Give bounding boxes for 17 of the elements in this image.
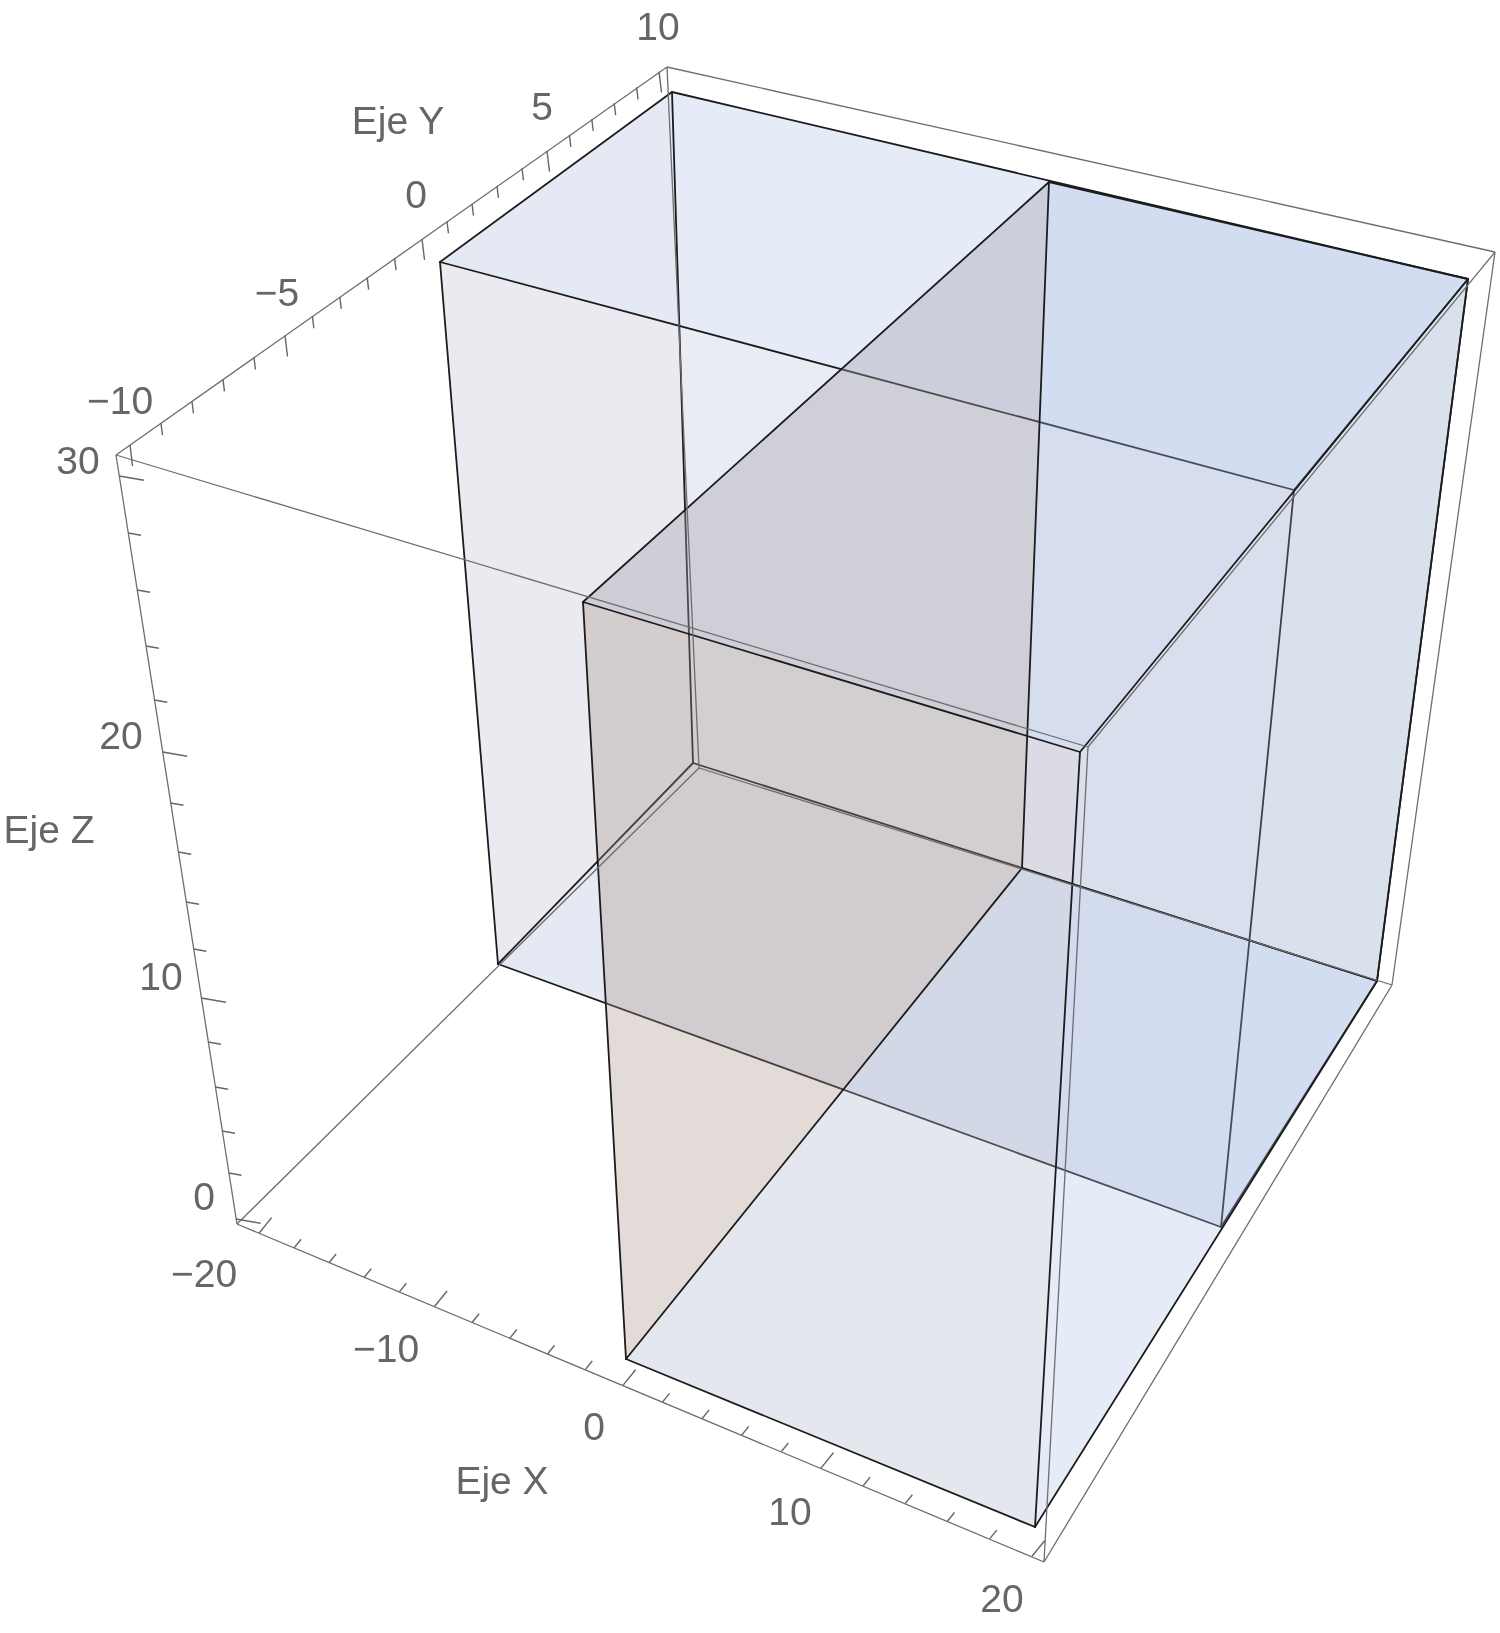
axis-tick-label: 10 bbox=[768, 1491, 812, 1531]
axis-title: Eje Z bbox=[3, 809, 95, 849]
axis-tick-label: −5 bbox=[254, 272, 300, 312]
axis-title: Eje X bbox=[455, 1460, 549, 1500]
axis-title: Eje Y bbox=[351, 100, 445, 140]
axis-tick-label: 20 bbox=[980, 1578, 1024, 1618]
axis-tick-label: 10 bbox=[636, 6, 680, 46]
axis-tick-label: 0 bbox=[583, 1406, 605, 1446]
axis-tick-label: −10 bbox=[352, 1328, 420, 1368]
axis-tick-label: 30 bbox=[56, 440, 100, 480]
axis-tick-label: 10 bbox=[139, 956, 183, 996]
axis-tick-label: 20 bbox=[99, 715, 143, 755]
axis-tick-label: 0 bbox=[193, 1176, 215, 1216]
axis-tick-label: 5 bbox=[531, 86, 553, 126]
axis-tick-label: −10 bbox=[86, 380, 154, 420]
axis-tick-label: 0 bbox=[405, 174, 427, 214]
axis-tick-label: −20 bbox=[170, 1253, 238, 1293]
